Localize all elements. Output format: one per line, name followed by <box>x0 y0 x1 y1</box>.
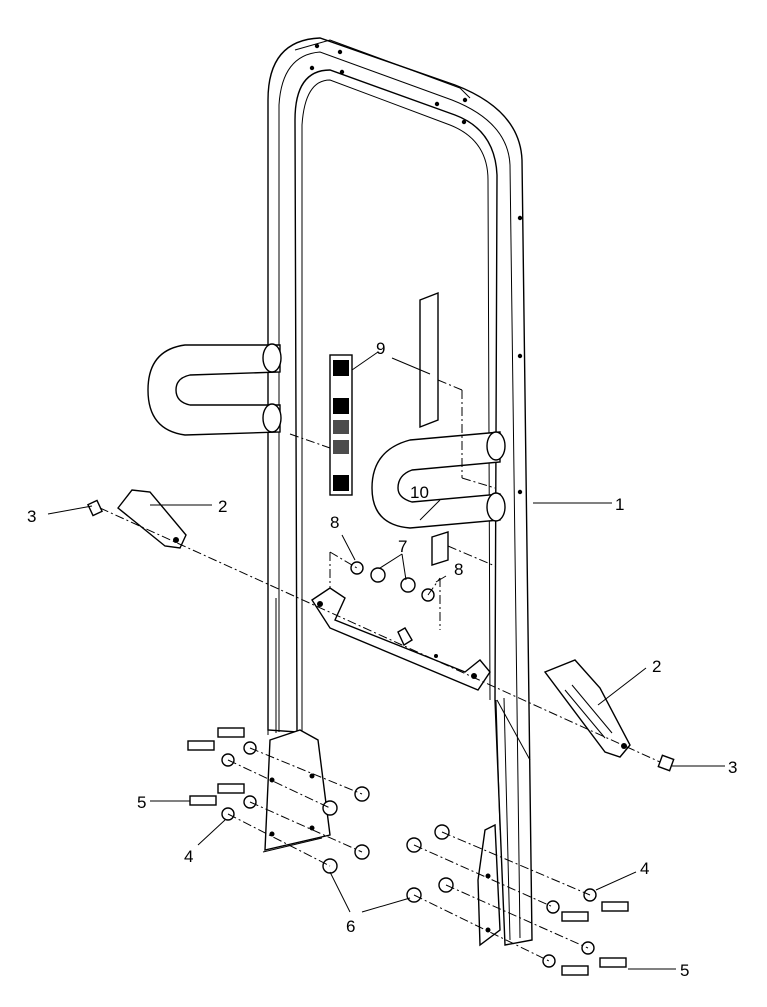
callout-4-right: 4 <box>640 859 649 878</box>
decal-9-upper <box>419 291 439 429</box>
fasteners <box>87 499 675 976</box>
cross-bracket <box>311 587 491 691</box>
callout-2-right: 2 <box>652 657 661 676</box>
callout-4-left: 4 <box>184 847 193 866</box>
decal-10 <box>431 531 449 566</box>
hinge-bracket-right <box>543 659 631 758</box>
hinge-bracket-left <box>117 489 187 549</box>
callout-3-right: 3 <box>728 758 737 777</box>
callout-7: 7 <box>398 537 407 556</box>
callout-2-left: 2 <box>218 497 227 516</box>
callout-5-right: 5 <box>680 961 689 980</box>
callout-labels: 1 2 2 3 3 4 4 5 5 6 7 8 8 9 10 <box>27 339 737 980</box>
warning-decal-strip <box>329 354 353 496</box>
assembly-centerlines <box>99 379 661 962</box>
callout-6: 6 <box>346 917 355 936</box>
callout-8-right: 8 <box>454 560 463 579</box>
callout-3-left: 3 <box>27 507 36 526</box>
callout-1: 1 <box>615 495 624 514</box>
leader-lines <box>47 351 725 970</box>
callout-9: 9 <box>376 339 385 358</box>
callout-8-left: 8 <box>330 513 339 532</box>
left-grab-handle <box>147 343 282 436</box>
right-grab-handle <box>371 431 506 529</box>
callout-5-left: 5 <box>137 793 146 812</box>
callout-10: 10 <box>410 483 429 502</box>
frame-holes <box>309 43 523 495</box>
rops-frame <box>262 37 533 947</box>
